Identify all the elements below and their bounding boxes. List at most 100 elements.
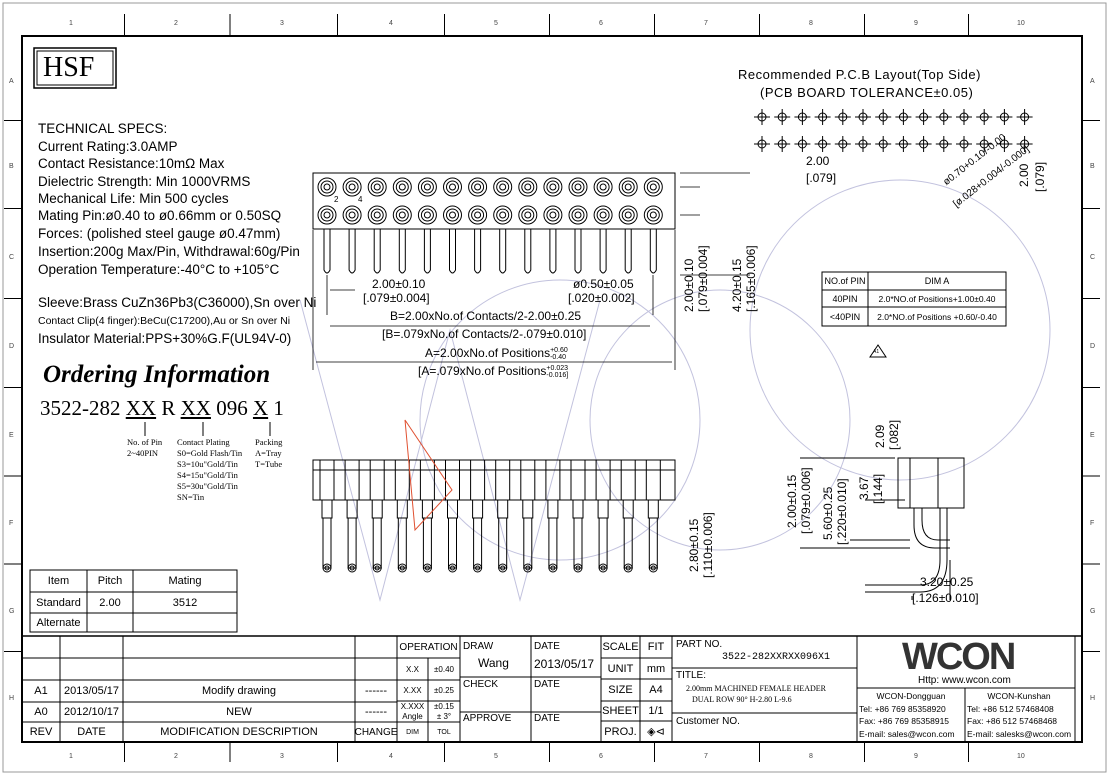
spec-line: Current Rating:3.0AMP — [38, 139, 178, 154]
grid-row-label: F — [9, 520, 14, 527]
rev-desc: Modify drawing — [202, 685, 276, 697]
title-block-lines — [22, 635, 1082, 742]
rev-cell: A0 — [34, 706, 48, 718]
dim-pitch: 2.00±0.10 — [372, 277, 426, 291]
unit-value: mm — [646, 662, 666, 675]
ordering-code: 3522-282 XX R XX 096 X 1 — [40, 398, 284, 419]
office-email[interactable]: E-mail: sales@wcon.com — [859, 728, 955, 739]
specs-heading: TECHNICAL SPECS: — [38, 121, 168, 136]
pin-tail — [549, 229, 557, 274]
contact-socket — [468, 205, 488, 225]
revision-mark: A1 — [873, 349, 880, 355]
tol-dim: X.XXX — [400, 701, 425, 711]
draw-name: Wang — [478, 656, 509, 670]
rev-header: CHANGE — [354, 726, 398, 738]
pin-tail — [449, 229, 456, 274]
dim-table-cell: 40PIN — [832, 293, 858, 304]
projection-symbol-icon: ◈⊲ — [647, 726, 665, 738]
pcb-layout-subtitle: (PCB BOARD TOLERANCE±0.05) — [760, 85, 974, 100]
material-line: Contact Clip(4 finger):BeCu(C17200),Au o… — [38, 315, 291, 327]
grid-row-label: B — [1090, 163, 1095, 170]
office-name: WCON-Kunshan — [987, 691, 1051, 701]
dim-b-in: [B=.079xNo.of Contacts/2-.079±0.010] — [382, 327, 587, 341]
pin-end — [347, 563, 357, 573]
spec-line: Forces: (polished steel gauge ø0.47mm) — [38, 226, 281, 241]
rev-change: ------ — [365, 706, 387, 718]
sheet-value: 1/1 — [648, 705, 664, 717]
grid-col-label: 1 — [69, 20, 73, 27]
dim-pin-dia: ø0.50±0.05 — [573, 277, 634, 291]
grid-col-label: 1 — [69, 753, 73, 760]
packing-legend: Packing A=Tray T=Tube — [255, 437, 282, 470]
mating-cell: 2.00 — [99, 596, 121, 609]
size-label: SIZE — [608, 684, 633, 696]
scale-value: FIT — [647, 641, 665, 653]
contact-socket — [593, 205, 613, 225]
mating-cell: 3512 — [172, 596, 198, 609]
legend-line: 2~40PIN — [127, 448, 159, 458]
dim-pitch-in: [.079±0.004] — [363, 291, 430, 305]
office-email[interactable]: E-mail: salesks@wcon.com — [967, 728, 1072, 739]
tol-down: -0.40 — [550, 354, 567, 361]
grid-col-label: 6 — [599, 753, 603, 760]
code-part: 096 — [210, 396, 253, 420]
pin-tail — [599, 229, 607, 274]
rev-header: MODIFICATION DESCRIPTION — [160, 726, 318, 738]
tol-label: TOL — [437, 728, 451, 736]
dim-side: 3.20±0.25 — [920, 575, 974, 589]
rev-desc: NEW — [226, 706, 252, 718]
sleeve — [497, 499, 509, 519]
mating-header: Mating — [168, 575, 202, 587]
grid-row-label: D — [9, 343, 15, 350]
pcb-hole-pattern — [754, 109, 1033, 152]
dim-a: A=2.00xNo.of Positions+0.60-0.40 — [425, 347, 568, 361]
dim-table-header: NO.of PIN — [824, 276, 866, 286]
code-pin-count: XX — [125, 396, 157, 420]
rev-date: 2012/10/17 — [63, 706, 120, 718]
dim-height: 4.20±0.15 — [730, 258, 744, 312]
office-name: WCON-Dongguan — [876, 691, 946, 701]
contact-socket — [593, 177, 613, 197]
grid-col-label: 9 — [914, 20, 918, 27]
title-label: TITLE: — [676, 670, 707, 681]
pin-count-legend: No. of Pin 2~40PIN — [127, 437, 162, 459]
scale-label: SCALE — [602, 641, 639, 653]
hsf-logo: HSF — [43, 52, 95, 83]
pin-tail — [398, 229, 406, 274]
grid-row-label: B — [9, 163, 14, 170]
contact-socket — [568, 205, 588, 225]
contact-socket — [518, 205, 538, 225]
legend-line: SN=Tin — [177, 492, 205, 502]
plating-legend: Contact Plating S0=Gold Flash/Tin S3=10u… — [177, 437, 242, 503]
grid-row-label: H — [9, 695, 15, 702]
ordering-title: Ordering Information — [43, 361, 271, 388]
wcon-logo: WCON — [902, 636, 1016, 678]
pin-end — [598, 563, 608, 573]
draw-date: 2013/05/17 — [534, 657, 595, 671]
website-link[interactable]: Http: www.wcon.com — [918, 675, 1011, 686]
contact-socket — [392, 177, 412, 197]
rev-cell: A1 — [34, 685, 48, 697]
dim-a-in-text: [A=.079xNo.of Positions — [418, 364, 547, 379]
drawing-title: DUAL ROW 90° H-2.80 L-9.6 — [692, 695, 792, 704]
tol-val: ±0.40 — [434, 664, 454, 674]
tol-dim: Angle — [402, 712, 423, 721]
contact-socket — [417, 177, 437, 197]
dim-row: 2.00±0.10 — [682, 258, 696, 312]
grid-col-label: 4 — [389, 20, 393, 27]
dim-side: [.220±0.010] — [835, 478, 849, 545]
pin-end — [498, 563, 508, 573]
sleeve — [421, 499, 433, 519]
size-value: A4 — [649, 684, 663, 696]
approve-label: APPROVE — [463, 713, 512, 724]
grid-col-label: 10 — [1017, 753, 1025, 760]
tol-dim: X.X — [406, 664, 419, 674]
pin-tail — [423, 229, 431, 274]
pin-tail — [323, 229, 331, 274]
dim-height-in: [.165±0.006] — [744, 245, 758, 312]
grid-col-label: 8 — [809, 20, 813, 27]
connector-side-view — [800, 457, 965, 600]
contact-socket — [643, 205, 663, 225]
contact-socket — [443, 205, 462, 225]
pcb-row-pitch-in: [.079] — [1033, 161, 1047, 192]
